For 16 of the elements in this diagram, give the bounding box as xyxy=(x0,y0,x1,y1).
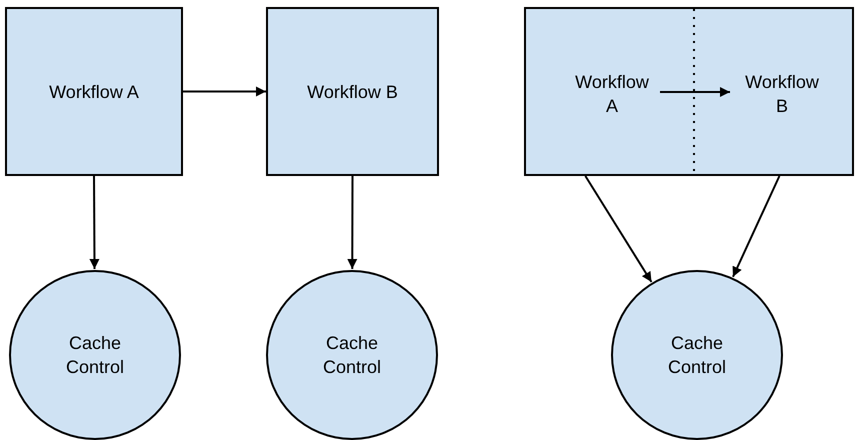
workflow-box xyxy=(5,7,183,176)
node-label: Cache Control xyxy=(322,332,382,379)
arrow xyxy=(732,176,780,278)
workflow-box xyxy=(266,7,439,176)
container-box xyxy=(524,7,854,176)
arrow xyxy=(347,176,358,269)
node-label: Workflow A xyxy=(49,80,139,104)
arrow xyxy=(89,176,100,269)
node-label: Cache Control xyxy=(666,332,728,379)
arrow xyxy=(584,175,652,283)
workflow-label: Workflow A xyxy=(574,71,650,118)
node-label: Workflow B xyxy=(307,80,398,104)
workflow-label: Workflow B xyxy=(744,71,820,118)
node-label: Cache Control xyxy=(64,332,126,379)
arrow xyxy=(660,87,730,97)
arrow xyxy=(183,86,266,96)
